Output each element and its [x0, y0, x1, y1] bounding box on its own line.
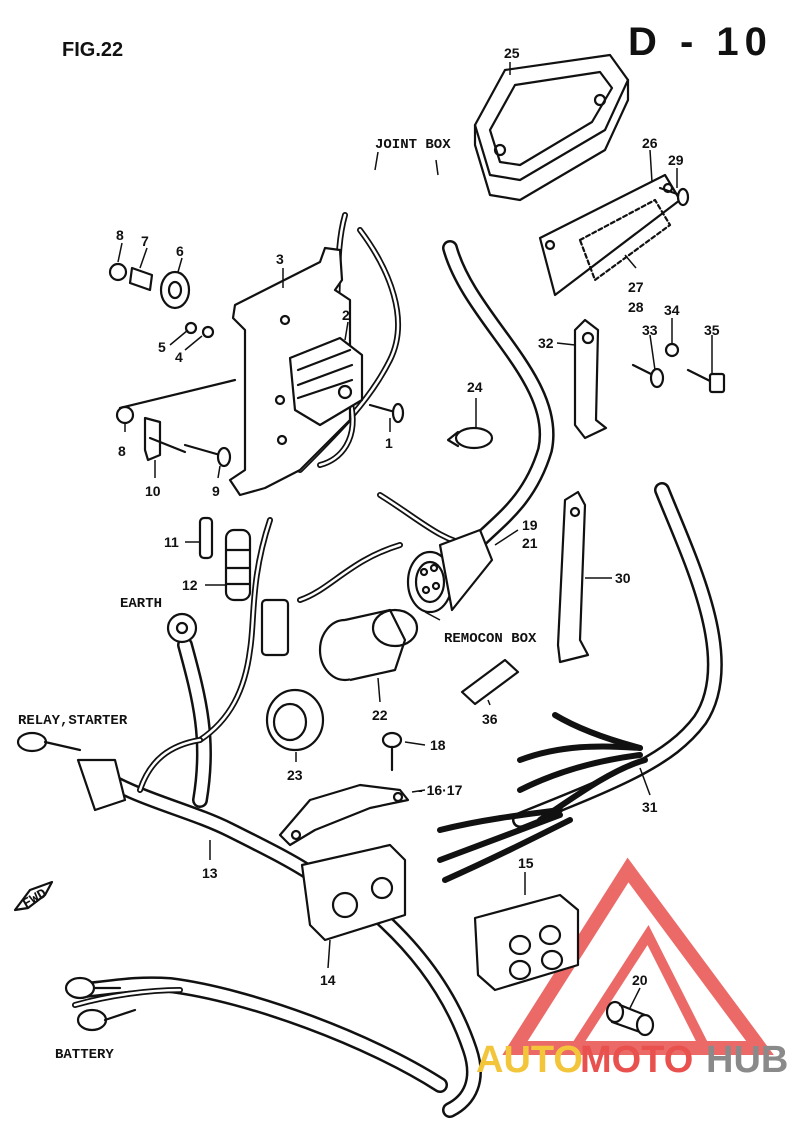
- page-code: D - 10: [628, 20, 773, 64]
- part-num-11: 12: [182, 577, 198, 593]
- part-num-6: 6: [176, 243, 184, 259]
- part-num-29: 29: [668, 152, 684, 168]
- screw-18: [381, 731, 403, 772]
- part-num-14: 14: [320, 972, 336, 988]
- part-num-18: 18: [430, 737, 446, 753]
- watermark-text: AUTO MOTO HUB: [476, 1039, 788, 1081]
- part-num-25: 25: [504, 45, 520, 61]
- label-joint-box: JOINT BOX: [375, 137, 451, 153]
- clamp-24: [446, 426, 494, 450]
- screw-29: [658, 186, 690, 207]
- part-numbers: 25 26 29 27 28 3 2 8 7 6 5 4 1 8 10 9 32…: [116, 45, 720, 988]
- leader-lines: [117, 62, 713, 1009]
- part-num-21: 21: [522, 535, 538, 551]
- part-num-15: 15: [518, 855, 534, 871]
- fuse-holder: [224, 528, 290, 657]
- part-num-16-17: - 16·17: [418, 782, 463, 798]
- regulator: [288, 336, 364, 427]
- earth-terminal: [166, 612, 198, 644]
- part-num-8a: 8: [116, 227, 124, 243]
- part-num-31: 31: [642, 799, 658, 815]
- grommet-23: [265, 688, 325, 752]
- name-plate: [538, 173, 682, 297]
- cap-22: [318, 608, 419, 682]
- relay-terminal: [16, 731, 127, 812]
- part-num-9: 9: [212, 483, 220, 499]
- clamp-10: [143, 416, 187, 462]
- part-num-4: 4: [175, 349, 183, 365]
- label-battery: BATTERY: [55, 1047, 114, 1063]
- mounting-bracket: [118, 246, 352, 497]
- hardware-left: [108, 262, 215, 425]
- label-relay-starter: RELAY,STARTER: [18, 713, 128, 729]
- part-num-30: 30: [615, 570, 631, 586]
- label-earth: EARTH: [120, 596, 162, 612]
- part-num-5: 5: [158, 339, 166, 355]
- part-num-36: 36: [482, 711, 498, 727]
- part-num-13: 13: [202, 865, 218, 881]
- bolt-1: [368, 402, 405, 424]
- joint-box-cover: [473, 53, 630, 202]
- part-num-23: 23: [287, 767, 303, 783]
- part-num-8b: 8: [118, 443, 126, 459]
- figure-label: FIG.22: [62, 39, 123, 61]
- part-num-34: 34: [664, 302, 680, 318]
- screws-33-35: [631, 342, 726, 394]
- part-num-10: 10: [145, 483, 161, 499]
- pin-20: [605, 1000, 655, 1037]
- part-num-1: 1: [385, 435, 393, 451]
- diagram-labels: JOINT BOX REMOCON BOX EARTH RELAY,STARTE…: [18, 137, 537, 1063]
- part-num-19: 19: [522, 517, 538, 533]
- clamp-16-17: [278, 783, 410, 847]
- part-num-7: 7: [141, 233, 149, 249]
- cable-main: [72, 240, 723, 1118]
- part-num-3: 3: [276, 251, 284, 267]
- battery-terminals: [64, 976, 137, 1032]
- grommet-14: [300, 843, 407, 942]
- part-num-20: 20: [632, 972, 648, 988]
- remocon-connector: [406, 528, 494, 614]
- part-num-27: 27: [628, 279, 644, 295]
- part-num-2: 2: [342, 307, 350, 323]
- part-num-28: 28: [628, 299, 644, 315]
- part-num-24: 24: [467, 379, 483, 395]
- part-num-26: 26: [642, 135, 658, 151]
- fwd-arrow-icon: [13, 880, 54, 912]
- strap-30: [556, 490, 590, 664]
- sleeve-36: [460, 658, 520, 706]
- fuse-12: [198, 516, 214, 560]
- grommet-15: [473, 893, 580, 992]
- bracket-32: [573, 318, 608, 440]
- label-remocon-box: REMOCON BOX: [444, 631, 537, 647]
- bolt-9: [183, 443, 232, 468]
- part-num-32: 32: [538, 335, 554, 351]
- svg-text:AUTO: AUTO: [476, 1039, 583, 1081]
- part-num-35: 35: [704, 322, 720, 338]
- part-num-12: 11: [164, 534, 179, 550]
- part-num-22: 22: [372, 707, 388, 723]
- svg-text:HUB: HUB: [706, 1039, 788, 1081]
- svg-text:MOTO: MOTO: [580, 1039, 693, 1081]
- part-num-33: 33: [642, 322, 658, 338]
